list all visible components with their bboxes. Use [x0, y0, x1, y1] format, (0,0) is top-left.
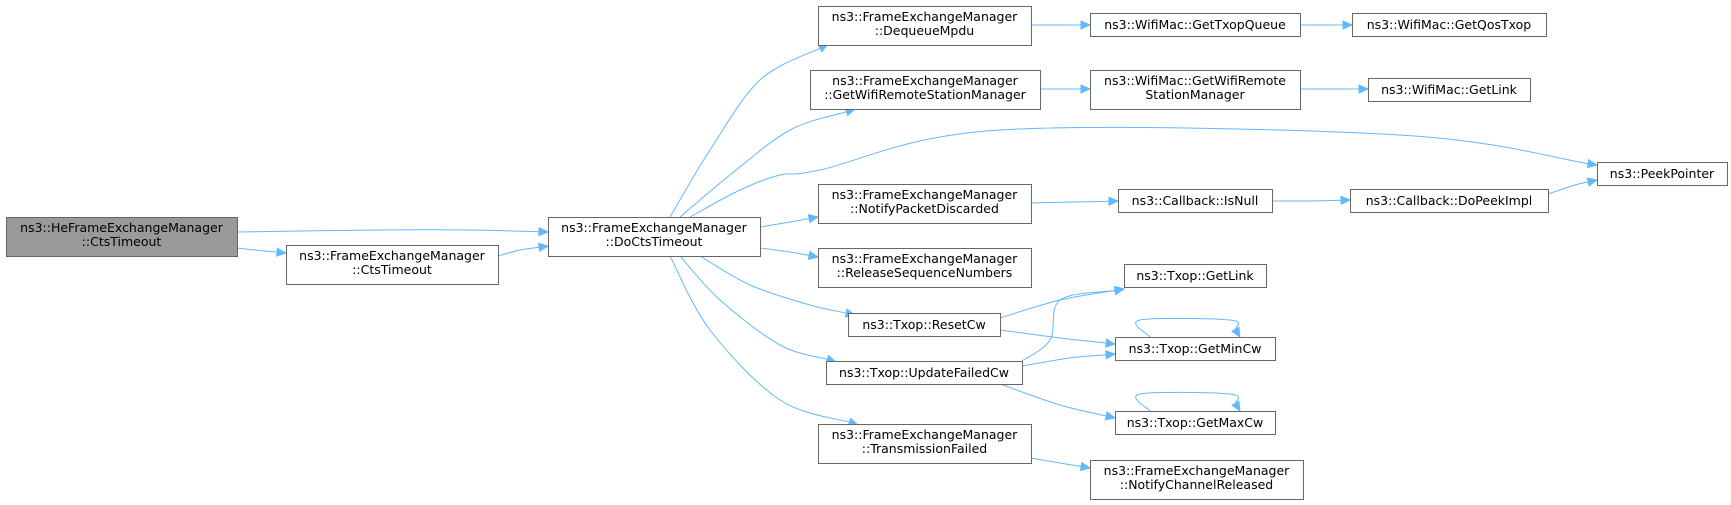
node-label: ::CtsTimeout [82, 234, 162, 249]
node-label: ns3::WifiMac::GetQosTxop [1367, 17, 1532, 32]
edge-docts-to-updfcw [679, 255, 838, 364]
node-docts[interactable]: ns3::FrameExchangeManager::DoCtsTimeout [548, 217, 761, 257]
arrowhead [1358, 84, 1370, 94]
arrowhead [1080, 84, 1092, 94]
edge-isnull-to-dopeek [1271, 195, 1352, 206]
arrowhead [1108, 196, 1120, 206]
node-label: ns3::PeekPointer [1610, 166, 1715, 181]
arrowhead [1104, 411, 1117, 421]
node-label: ns3::Callback::DoPeekImpl [1366, 193, 1533, 208]
node-peek[interactable]: ns3::PeekPointer [1597, 162, 1728, 186]
node-label: ns3::FrameExchangeManager [832, 187, 1018, 202]
arrowhead [1079, 461, 1092, 472]
edge-dopeek-to-peek [1547, 177, 1599, 195]
arrowhead [1105, 350, 1117, 360]
edge-resetcw-to-getmin [999, 329, 1117, 348]
node-dequeue[interactable]: ns3::FrameExchangeManager::DequeueMpdu [818, 6, 1032, 46]
node-label: ::DoCtsTimeout [606, 234, 703, 249]
node-label: ::CtsTimeout [352, 262, 432, 277]
node-label: ns3::Txop::ResetCw [862, 317, 985, 332]
node-label: ::NotifyChannelReleased [1120, 477, 1273, 492]
call-edges [236, 20, 1599, 472]
node-isnull[interactable]: ns3::Callback::IsNull [1118, 189, 1273, 213]
node-notifypd[interactable]: ns3::FrameExchangeManager::NotifyPacketD… [818, 184, 1032, 224]
edge-he_cts-to-docts [236, 226, 550, 237]
edge-updfcw-to-getlink [1021, 285, 1126, 362]
edge-docts-to-notifypd [759, 213, 820, 228]
node-label: ::GetWifiRemoteStationManager [824, 87, 1026, 102]
node-label: ns3::FrameExchangeManager [832, 427, 1018, 442]
node-gettxopq[interactable]: ns3::WifiMac::GetTxopQueue [1090, 13, 1301, 37]
node-getmax[interactable]: ns3::Txop::GetMaxCw [1115, 411, 1276, 435]
edge-macwrsm-to-maclink [1300, 84, 1370, 94]
arrowhead [1586, 177, 1599, 187]
edge-gettxopq-to-getqos [1300, 20, 1354, 30]
node-getqos[interactable]: ns3::WifiMac::GetQosTxop [1352, 13, 1547, 37]
arrowhead [1586, 158, 1599, 169]
node-label: ns3::Txop::GetLink [1136, 268, 1254, 283]
node-label: ns3::FrameExchangeManager [299, 248, 485, 263]
arrowhead [1231, 326, 1241, 339]
node-maclink[interactable]: ns3::WifiMac::GetLink [1368, 78, 1531, 102]
arrowhead [1231, 400, 1241, 413]
node-label: ns3::FrameExchangeManager [1104, 463, 1290, 478]
node-label: ::DequeueMpdu [875, 23, 974, 38]
node-txfail[interactable]: ns3::FrameExchangeManager::TransmissionF… [818, 424, 1032, 464]
node-macwrsm[interactable]: ns3::WifiMac::GetWifiRemoteStationManage… [1090, 70, 1301, 110]
arrowhead [1105, 338, 1117, 348]
node-dopeek[interactable]: ns3::Callback::DoPeekImpl [1350, 189, 1549, 213]
node-label: ns3::FrameExchangeManager [832, 9, 1018, 24]
node-label: ns3::WifiMac::GetTxopQueue [1104, 17, 1286, 32]
edge-getwrsm-to-macwrsm [1040, 84, 1092, 94]
edge-he_cts-to-fem_cts [236, 247, 288, 257]
node-label: ::ReleaseSequenceNumbers [837, 265, 1013, 280]
node-getlink[interactable]: ns3::Txop::GetLink [1124, 264, 1267, 288]
node-label: ns3::Callback::IsNull [1132, 193, 1259, 208]
edge-getmax-to-getmax [1135, 391, 1241, 413]
arrowhead [807, 213, 820, 224]
edge-fem_cts-to-docts [497, 242, 550, 257]
arrowhead [807, 250, 820, 261]
node-label: ::TransmissionFailed [862, 441, 987, 456]
node-label: ns3::HeFrameExchangeManager [20, 220, 224, 235]
edge-getmin-to-getmin [1135, 317, 1241, 339]
edge-updfcw-to-getmax [999, 383, 1117, 421]
call-nodes: ns3::HeFrameExchangeManager::CtsTimeoutn… [6, 6, 1728, 500]
node-fem_cts[interactable]: ns3::FrameExchangeManager::CtsTimeout [286, 245, 499, 285]
node-updfcw[interactable]: ns3::Txop::UpdateFailedCw [826, 361, 1023, 385]
node-label: ::NotifyPacketDiscarded [850, 201, 999, 216]
arrowhead [1342, 20, 1354, 30]
edge-notifypd-to-isnull [1030, 196, 1120, 206]
arrowhead [537, 242, 550, 253]
node-relseq[interactable]: ns3::FrameExchangeManager::ReleaseSequen… [818, 248, 1032, 288]
arrowhead [1113, 285, 1126, 296]
edge-updfcw-to-getmin [1021, 350, 1117, 367]
node-label: ns3::WifiMac::GetWifiRemote [1104, 73, 1286, 88]
edge-dequeue-to-gettxopq [1031, 20, 1092, 30]
node-label: ns3::Txop::UpdateFailedCw [839, 365, 1009, 380]
node-getmin[interactable]: ns3::Txop::GetMinCw [1115, 337, 1276, 361]
node-getwrsm[interactable]: ns3::FrameExchangeManager::GetWifiRemote… [810, 70, 1041, 110]
arrowhead [538, 226, 550, 237]
node-label: ns3::FrameExchangeManager [832, 251, 1018, 266]
edge-txfail-to-notifych [1030, 457, 1092, 472]
edge-docts-to-peek [689, 126, 1599, 218]
arrowhead [276, 247, 288, 257]
arrowhead [1080, 20, 1092, 30]
edge-docts-to-dequeue [669, 43, 830, 218]
node-label: ns3::FrameExchangeManager [832, 73, 1018, 88]
node-label: ns3::Txop::GetMaxCw [1127, 415, 1264, 430]
node-label: ns3::FrameExchangeManager [561, 220, 747, 235]
node-label: ns3::Txop::GetMinCw [1129, 341, 1262, 356]
node-resetcw[interactable]: ns3::Txop::ResetCw [848, 313, 1001, 337]
edge-docts-to-relseq [759, 247, 820, 261]
node-notifych[interactable]: ns3::FrameExchangeManager::NotifyChannel… [1090, 460, 1304, 500]
node-he_cts[interactable]: ns3::HeFrameExchangeManager::CtsTimeout [6, 217, 238, 257]
node-label: ns3::WifiMac::GetLink [1381, 82, 1518, 97]
arrowhead [1340, 195, 1352, 206]
node-label: StationManager [1145, 87, 1245, 102]
